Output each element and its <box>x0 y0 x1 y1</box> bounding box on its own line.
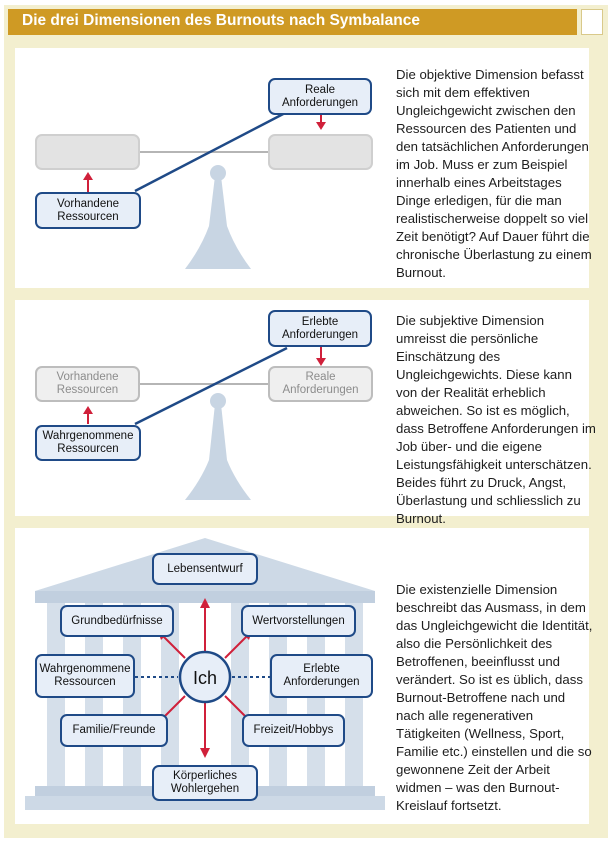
arrow-head-up <box>83 172 93 180</box>
box-freizeit-hobbys: Freizeit/Hobbys <box>242 714 345 747</box>
box-wertvorstellungen: Wertvorstellungen <box>241 605 356 637</box>
box-koerperliches-wohlergehen: Körperliches Wohlergehen <box>152 765 258 801</box>
box-lebensentwurf: Lebensentwurf <box>152 553 258 585</box>
scale-beam-tilted <box>134 110 288 193</box>
arrow-upper-right <box>224 634 249 659</box>
box-vorhandene-ressourcen-faded: Vorhandene Ressourcen <box>35 366 140 402</box>
scale-pivot <box>210 165 226 181</box>
balance-scale-diagram <box>83 346 326 500</box>
scale-pivot <box>210 393 226 409</box>
box-reale-anforderungen-faded: Reale Anforderungen <box>268 366 373 402</box>
box-wahrgenommene-ressourcen: Wahrgenommene Ressourcen <box>35 654 135 698</box>
arrow-head-down <box>316 358 326 366</box>
box-erlebte-anforderungen: Erlebte Anforderungen <box>268 310 372 347</box>
page-title: Die drei Dimensionen des Burnouts nach S… <box>22 12 420 29</box>
box-vorhandene-ressourcen: Vorhandene Ressourcen <box>35 192 141 229</box>
ich-circle <box>178 650 232 704</box>
box-reale-anforderungen: Reale Anforderungen <box>268 78 372 115</box>
arrow-head-up <box>83 406 93 414</box>
panel-subjective: Vorhandene Ressourcen Reale Anforderunge… <box>15 300 596 526</box>
scale-stand <box>185 404 251 500</box>
box-grundbeduerfnisse: Grundbedürfnisse <box>60 605 174 637</box>
scale-pan-left <box>35 134 140 170</box>
title-tab <box>581 9 603 35</box>
scale-beam-tilted <box>134 346 288 426</box>
description-objective: Die objektive Dimension befasst sich mit… <box>396 67 592 280</box>
scale-stand <box>185 176 251 269</box>
scale-pan-right <box>268 134 373 170</box>
arrow-upper-left <box>161 634 186 659</box>
arrow-head-up <box>200 598 210 608</box>
arrow-head-down <box>316 122 326 130</box>
box-erlebte-anforderungen: Erlebte Anforderungen <box>270 654 373 698</box>
box-wahrgenommene-ressourcen: Wahrgenommene Ressourcen <box>35 425 141 461</box>
ich-label: Ich <box>193 668 217 688</box>
description-subjective: Die subjektive Dimension umreisst die pe… <box>396 313 596 526</box>
panel-objective: Reale Anforderungen Vorhandene Ressource… <box>15 48 592 288</box>
description-existential: Die existenzielle Dimension beschreibt d… <box>396 582 593 813</box>
arrow-head-down <box>200 748 210 758</box>
box-familie-freunde: Familie/Freunde <box>60 714 168 747</box>
title-bar: Die drei Dimensionen des Burnouts nach S… <box>8 9 577 35</box>
temple-architrave <box>35 591 375 603</box>
panel-existential: Ich Lebensentwurf Grundbedürfnisse Wertv… <box>15 528 592 824</box>
temple-base <box>25 796 385 810</box>
